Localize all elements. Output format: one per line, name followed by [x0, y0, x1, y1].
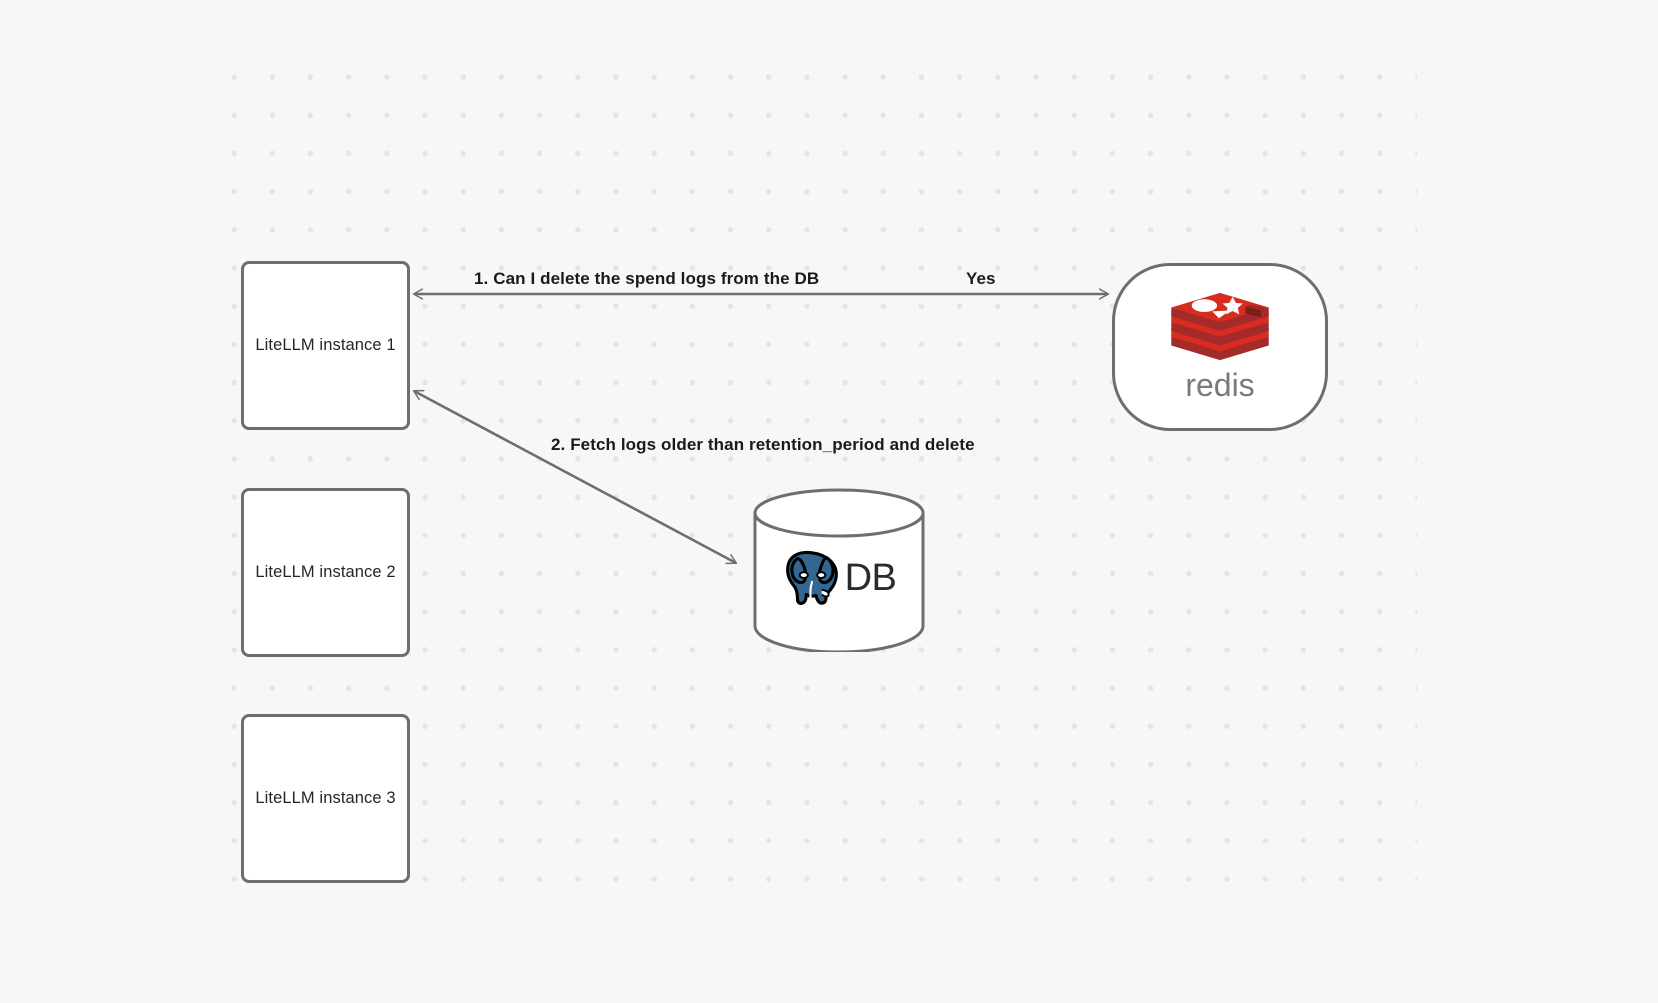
edge-label-1: 1. Can I delete the spend logs from the … — [474, 269, 820, 288]
database-label: DB — [844, 557, 897, 599]
edge-label-2: 2. Fetch logs older than retention_perio… — [551, 435, 975, 454]
node-label-litellm-instance-2: LiteLLM instance 2 — [255, 563, 396, 581]
node-redis[interactable]: redis — [1112, 263, 1328, 431]
node-label-litellm-instance-1: LiteLLM instance 1 — [255, 336, 396, 354]
node-litellm-instance-3[interactable]: LiteLLM instance 3 — [241, 714, 410, 883]
postgresql-elephant-icon — [785, 550, 838, 605]
node-litellm-instance-2[interactable]: LiteLLM instance 2 — [241, 488, 410, 657]
node-label-litellm-instance-3: LiteLLM instance 3 — [255, 789, 396, 807]
edge-label-1-answer: Yes — [966, 269, 996, 288]
edge-litellm1-database — [414, 389, 736, 565]
node-litellm-instance-1[interactable]: LiteLLM instance 1 — [241, 261, 410, 430]
cylinder-shape — [753, 488, 925, 652]
redis-wordmark-text: redis — [1185, 367, 1254, 403]
redis-wordmark: redis — [1185, 367, 1254, 403]
node-database[interactable]: DB — [752, 487, 926, 652]
redis-logo-icon — [1171, 292, 1269, 360]
database-logo-and-label: DB — [752, 539, 926, 617]
